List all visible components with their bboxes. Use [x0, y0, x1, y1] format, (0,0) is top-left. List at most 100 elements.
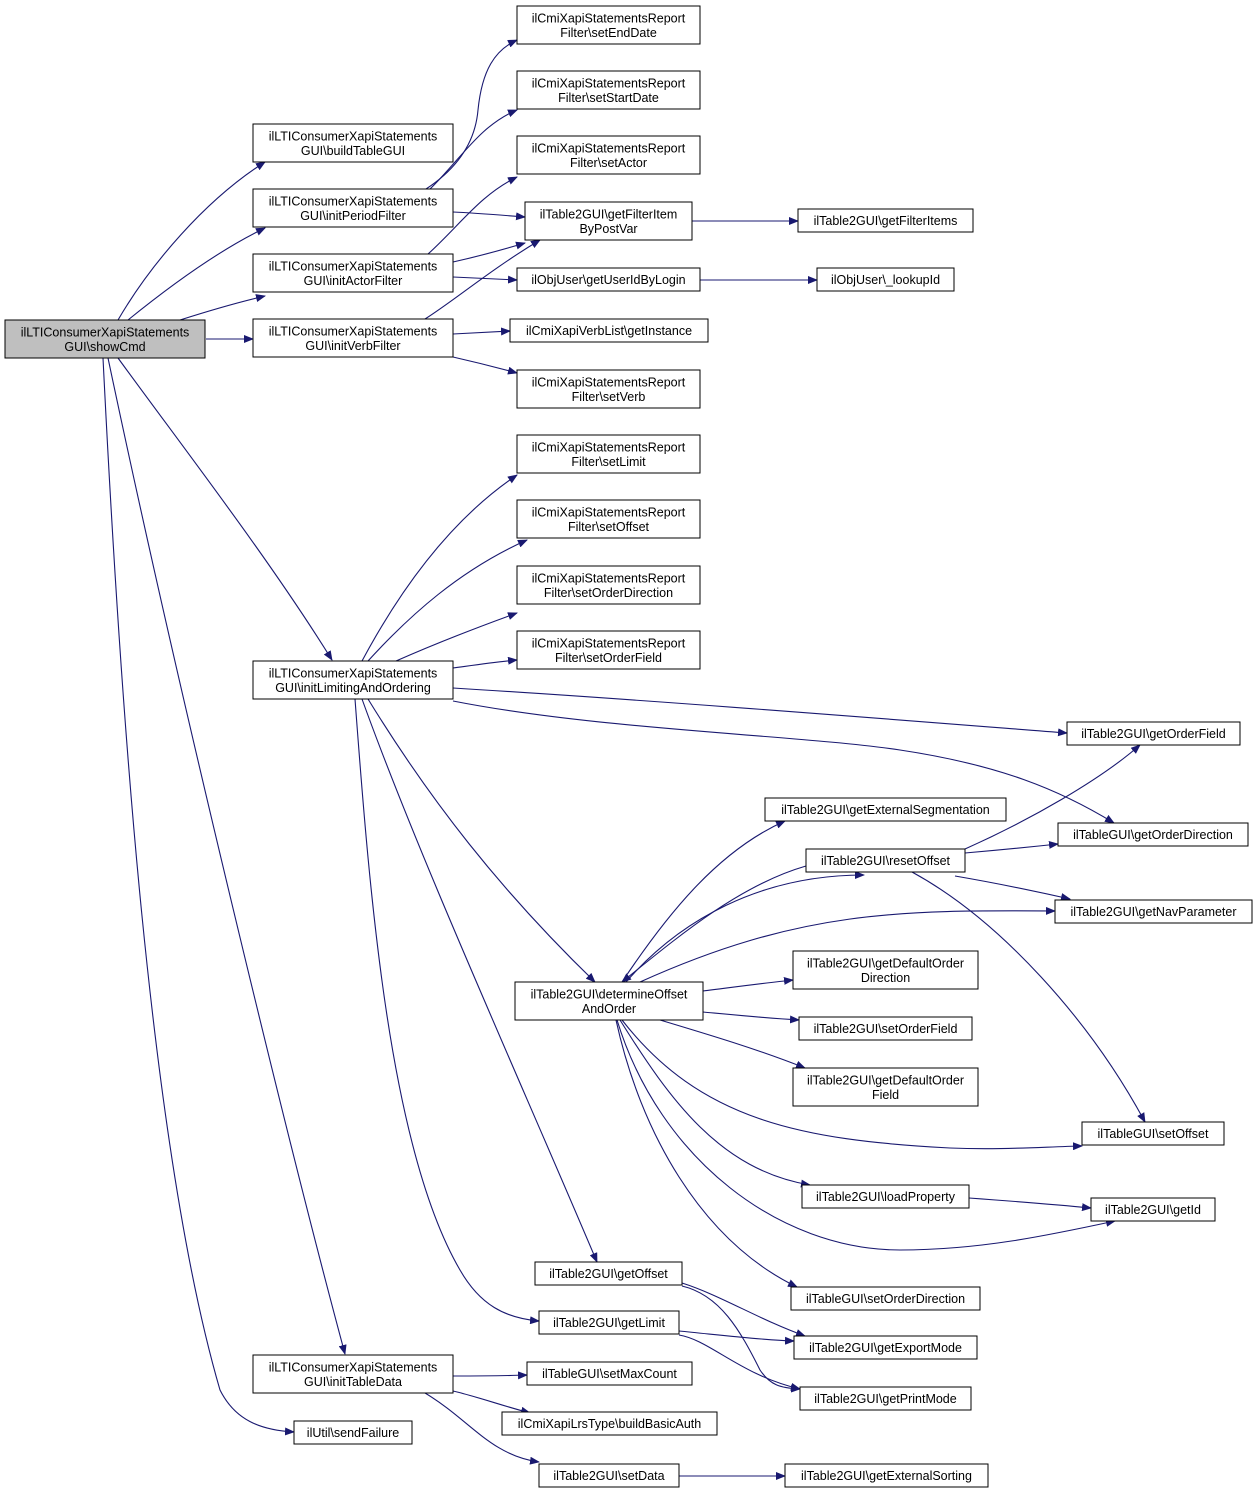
node-label: ilTable2GUI\determineOffset — [531, 987, 688, 1001]
node-getUserIdByLogin[interactable]: ilObjUser\getUserIdByLogin — [516, 267, 701, 292]
node-getOrderField[interactable]: ilTable2GUI\getOrderField — [1066, 721, 1241, 746]
node-label: ilCmiXapiStatementsReport — [532, 440, 686, 454]
node-label: ilTable2GUI\getOffset — [549, 1267, 668, 1281]
edge-determineOffsetAndOrder-resetOffset — [625, 871, 865, 983]
edge-determineOffsetAndOrder-getDefaultOrderDirection — [702, 976, 794, 992]
node-box — [526, 1361, 693, 1386]
node-initLimitingAndOrdering[interactable]: ilLTIConsumerXapiStatementsGUI\initLimit… — [252, 660, 454, 700]
node-box — [1066, 721, 1241, 746]
node-setOrderDirectionFilter[interactable]: ilCmiXapiStatementsReportFilter\setOrder… — [516, 565, 701, 605]
node-box — [1081, 1121, 1225, 1146]
node-box — [516, 434, 701, 474]
node-box — [805, 848, 966, 873]
node-label: ilCmiXapiStatementsReport — [532, 375, 686, 389]
node-label: ByPostVar — [579, 222, 637, 236]
node-getOrderDirection[interactable]: ilTableGUI\getOrderDirection — [1057, 822, 1249, 847]
node-box — [799, 1386, 972, 1411]
edge-initActorFilter-getFilterItemByPostVar — [452, 241, 526, 263]
node-box — [797, 208, 974, 233]
edge-resetOffset-determineOffsetAndOrder — [621, 865, 807, 983]
node-box — [501, 1411, 718, 1436]
node-initPeriodFilter[interactable]: ilLTIConsumerXapiStatementsGUI\initPerio… — [252, 188, 454, 228]
node-getId[interactable]: ilTable2GUI\getId — [1090, 1197, 1216, 1222]
node-box — [1057, 822, 1249, 847]
node-label: Direction — [861, 971, 910, 985]
node-label: ilTable2GUI\setOrderField — [814, 1022, 958, 1036]
edge-loadProperty-getId — [968, 1197, 1092, 1212]
node-setStartDate[interactable]: ilCmiXapiStatementsReportFilter\setStart… — [516, 70, 701, 110]
edge-determineOffsetAndOrder-setOrderField — [702, 1011, 800, 1024]
node-initVerbFilter[interactable]: ilLTIConsumerXapiStatementsGUI\initVerbF… — [252, 318, 454, 358]
node-label: ilCmiXapiLrsType\buildBasicAuth — [518, 1417, 701, 1431]
edge-initLimitingAndOrdering-getOrderField — [452, 687, 1068, 737]
node-label: ilTable2GUI\getExternalSorting — [801, 1469, 972, 1483]
node-buildBasicAuth[interactable]: ilCmiXapiLrsType\buildBasicAuth — [501, 1411, 718, 1436]
node-label: Filter\setVerb — [572, 390, 646, 404]
node-label: ilCmiXapiVerbList\getInstance — [526, 324, 692, 338]
node-initTableData[interactable]: ilLTIConsumerXapiStatementsGUI\initTable… — [252, 1354, 454, 1394]
node-setOrderField[interactable]: ilTable2GUI\setOrderField — [798, 1016, 973, 1041]
node-getOffset[interactable]: ilTable2GUI\getOffset — [534, 1261, 683, 1286]
node-setOffsetFilter[interactable]: ilCmiXapiStatementsReportFilter\setOffse… — [516, 499, 701, 539]
node-getNavParameter[interactable]: ilTable2GUI\getNavParameter — [1054, 899, 1253, 924]
node-label: ilTable2GUI\resetOffset — [821, 854, 951, 868]
node-setMaxCount[interactable]: ilTableGUI\setMaxCount — [526, 1361, 693, 1386]
edge-initLimitingAndOrdering-getOffset — [361, 698, 598, 1263]
node-label: ilTableGUI\setMaxCount — [542, 1367, 677, 1381]
edge-initPeriodFilter-setStartDate — [429, 109, 518, 190]
node-label: ilCmiXapiStatementsReport — [532, 571, 686, 585]
node-sendFailure[interactable]: ilUtil\sendFailure — [293, 1420, 413, 1445]
node-setOrderFieldFilter[interactable]: ilCmiXapiStatementsReportFilter\setOrder… — [516, 630, 701, 670]
node-box — [798, 1016, 973, 1041]
edge-initTableData-setMaxCount — [452, 1371, 528, 1380]
edge-initLimitingAndOrdering-setOrderFieldFilter — [452, 656, 518, 669]
node-label: ilLTIConsumerXapiStatements — [21, 325, 190, 339]
node-lookupId[interactable]: ilObjUser\_lookupId — [816, 267, 955, 292]
node-label: Filter\setLimit — [571, 455, 646, 469]
edge-resetOffset-getOrderField — [964, 744, 1141, 850]
node-loadProperty[interactable]: ilTable2GUI\loadProperty — [801, 1184, 970, 1209]
edge-initTableData-buildBasicAuth — [452, 1390, 531, 1415]
node-getInstance[interactable]: ilCmiXapiVerbList\getInstance — [509, 318, 709, 343]
node-getExportMode[interactable]: ilTable2GUI\getExportMode — [793, 1335, 978, 1360]
node-setEndDate[interactable]: ilCmiXapiStatementsReportFilter\setEndDa… — [516, 5, 701, 45]
node-label: Field — [872, 1088, 899, 1102]
node-setOrderDirection[interactable]: ilTableGUI\setOrderDirection — [790, 1286, 981, 1311]
node-label: ilLTIConsumerXapiStatements — [269, 666, 438, 680]
node-setOffset[interactable]: ilTableGUI\setOffset — [1081, 1121, 1225, 1146]
edge-resetOffset-getNavParameter — [954, 875, 1071, 901]
node-label: AndOrder — [582, 1002, 636, 1016]
node-resetOffset[interactable]: ilTable2GUI\resetOffset — [805, 848, 966, 873]
node-getFilterItems[interactable]: ilTable2GUI\getFilterItems — [797, 208, 974, 233]
node-label: ilObjUser\getUserIdByLogin — [531, 273, 685, 287]
edge-initLimitingAndOrdering-determineOffsetAndOrder — [367, 698, 596, 983]
node-label: ilTable2GUI\getFilterItems — [814, 214, 958, 228]
node-getLimit[interactable]: ilTable2GUI\getLimit — [538, 1310, 680, 1335]
node-box — [534, 1261, 683, 1286]
node-label: ilCmiXapiStatementsReport — [532, 141, 686, 155]
node-label: Filter\setActor — [570, 156, 647, 170]
node-box — [516, 70, 701, 110]
node-getPrintMode[interactable]: ilTable2GUI\getPrintMode — [799, 1386, 972, 1411]
node-getExternalSegmentation[interactable]: ilTable2GUI\getExternalSegmentation — [764, 797, 1007, 822]
node-buildTableGUI[interactable]: ilLTIConsumerXapiStatementsGUI\buildTabl… — [252, 123, 454, 163]
edge-showCmd-initPeriodFilter — [127, 227, 266, 321]
node-setData[interactable]: ilTable2GUI\setData — [538, 1463, 680, 1488]
node-label: GUI\initLimitingAndOrdering — [275, 681, 431, 695]
node-label: ilLTIConsumerXapiStatements — [269, 194, 438, 208]
node-label: ilTable2GUI\getExternalSegmentation — [781, 803, 990, 817]
node-label: ilLTIConsumerXapiStatements — [269, 259, 438, 273]
node-getExternalSorting[interactable]: ilTable2GUI\getExternalSorting — [784, 1463, 989, 1488]
node-label: ilUtil\sendFailure — [307, 1426, 399, 1440]
node-label: GUI\buildTableGUI — [301, 144, 405, 158]
node-initActorFilter[interactable]: ilLTIConsumerXapiStatementsGUI\initActor… — [252, 253, 454, 293]
node-label: ilTable2GUI\getPrintMode — [814, 1392, 956, 1406]
